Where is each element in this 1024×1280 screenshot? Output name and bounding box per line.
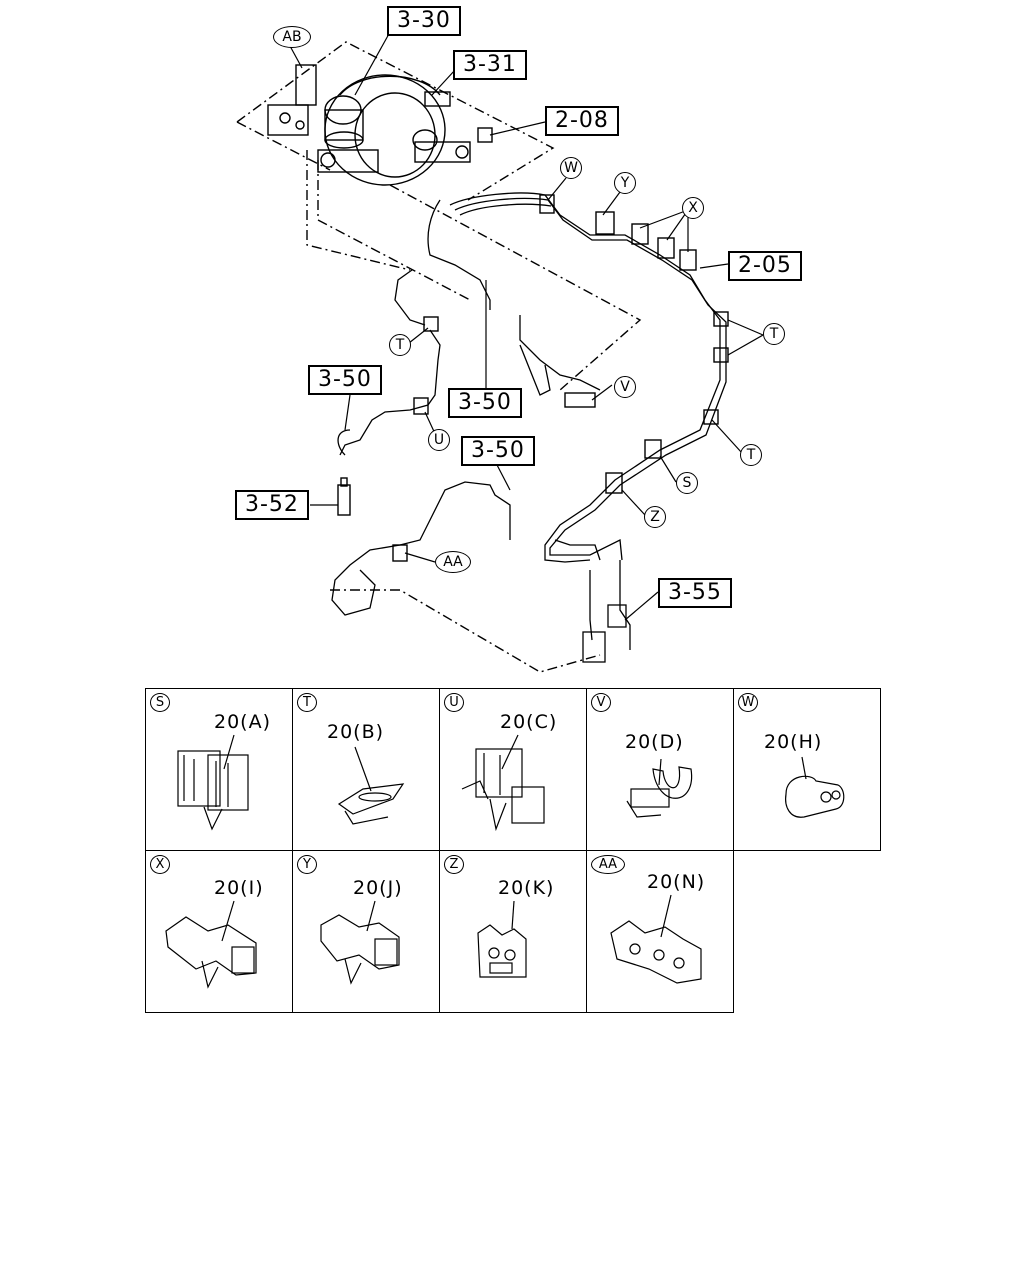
part-number: 20(N) — [647, 871, 706, 893]
leader-lines — [306, 150, 642, 673]
part-number: 20(J) — [353, 877, 403, 899]
part-cell-v: V 20(D) — [586, 688, 734, 851]
clip-b-icon — [337, 746, 405, 825]
clip-n-icon — [610, 894, 702, 984]
brake-line-diagram — [236, 31, 764, 673]
callout-3-50: 3-50 — [461, 436, 535, 466]
marker-x: X — [682, 197, 704, 219]
marker-z: Z — [644, 506, 666, 528]
part-tag: W — [738, 693, 758, 712]
marker-t: T — [389, 334, 411, 356]
clip-hints — [337, 194, 729, 562]
callout-leaders — [289, 31, 764, 621]
part-tag: Z — [444, 855, 464, 874]
callout-3-50: 3-50 — [448, 388, 522, 418]
part-number: 20(D) — [625, 731, 684, 753]
part-cell-z: Z 20(K) — [439, 850, 587, 1013]
clip-d-icon — [626, 758, 693, 818]
clip-a-icon — [177, 734, 249, 831]
part-number: 20(I) — [214, 877, 264, 899]
part-tag: S — [150, 693, 170, 712]
callout-3-31: 3-31 — [453, 50, 527, 80]
part-tag: V — [591, 693, 611, 712]
part-number: 20(K) — [498, 877, 555, 899]
front-brake-lines — [331, 199, 601, 616]
valve-bracket — [267, 64, 317, 136]
marker-w: W — [560, 157, 582, 179]
clip-k-icon — [477, 900, 527, 978]
part-number: 20(H) — [764, 731, 823, 753]
part-cell-t: T 20(B) — [292, 688, 440, 851]
brake-booster — [324, 74, 451, 186]
clip-h-icon — [785, 756, 845, 818]
part-number: 20(C) — [500, 711, 558, 733]
part-tag: U — [444, 693, 464, 712]
master-cylinder-region — [236, 41, 555, 201]
marker-v: V — [614, 376, 636, 398]
clip-j-icon — [320, 900, 400, 985]
marker-s: S — [676, 472, 698, 494]
rear-brake-line — [449, 192, 727, 563]
part-number: 20(A) — [214, 711, 271, 733]
part-cell-x: X 20(I) — [145, 850, 293, 1013]
callout-2-08: 2-08 — [545, 106, 619, 136]
clip-i-icon — [165, 900, 257, 989]
part-cell-w: W 20(H) — [733, 688, 881, 851]
clip-c-icon — [461, 734, 545, 832]
marker-ab: AB — [273, 26, 311, 48]
part-cell-u: U 20(C) — [439, 688, 587, 851]
callout-3-50: 3-50 — [308, 365, 382, 395]
part-cell-aa: AA 20(N) — [586, 850, 734, 1013]
callout-2-05: 2-05 — [728, 251, 802, 281]
marker-t: T — [740, 444, 762, 466]
part-cell-y: Y 20(J) — [292, 850, 440, 1013]
part-tag: X — [150, 855, 170, 874]
parts-legend-grid: S 20(A) T 20(B) U 20(C) V — [145, 688, 881, 1013]
marker-u: U — [428, 429, 450, 451]
callout-3-55: 3-55 — [658, 578, 732, 608]
callout-3-52: 3-52 — [235, 490, 309, 520]
marker-aa: AA — [435, 551, 471, 573]
part-tag: AA — [591, 855, 625, 874]
marker-t: T — [763, 323, 785, 345]
part-cell-s: S 20(A) — [145, 688, 293, 851]
master-cylinder — [317, 95, 493, 173]
part-number: 20(B) — [327, 721, 385, 743]
part-tag: Y — [297, 855, 317, 874]
callout-3-30: 3-30 — [387, 6, 461, 36]
rear-valve-lines — [582, 560, 631, 663]
part-tag: T — [297, 693, 317, 712]
marker-y: Y — [614, 172, 636, 194]
